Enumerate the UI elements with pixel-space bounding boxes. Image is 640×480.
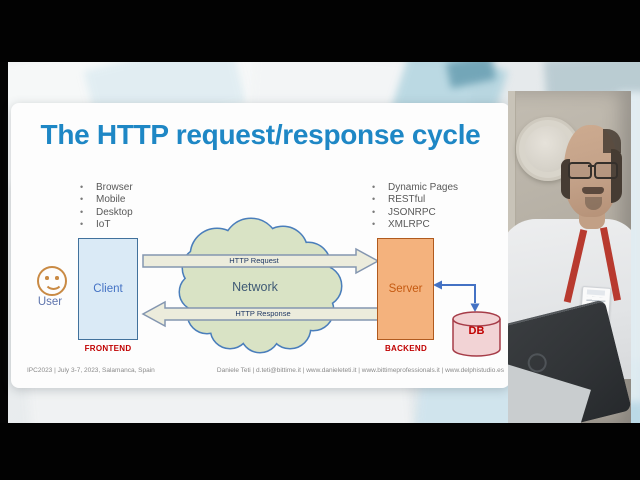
slide-footer: IPC2023 | July 3-7, 2023, Salamanca, Spa… <box>11 367 510 374</box>
list-item: RESTful <box>372 194 458 206</box>
list-item-label: Mobile <box>96 194 126 206</box>
speaker-glasses <box>568 162 618 179</box>
speaker-mustache <box>582 187 604 194</box>
footer-event-info: IPC2023 | July 3-7, 2023, Salamanca, Spa… <box>27 367 155 374</box>
list-item: JSONRPC <box>372 207 458 219</box>
server-node: Server <box>377 238 434 340</box>
slide-title: The HTTP request/response cycle <box>40 119 481 150</box>
list-item-label: IoT <box>96 218 111 230</box>
network-label: Network <box>232 280 278 294</box>
smiley-eye <box>55 276 59 280</box>
glasses-lens <box>594 162 618 179</box>
list-item: Mobile <box>80 194 133 206</box>
server-feature-list: Dynamic Pages RESTful JSONRPC XMLRPC <box>372 182 458 231</box>
speaker-hair <box>603 129 621 153</box>
list-item: Desktop <box>80 207 133 219</box>
speaker-hair <box>561 159 570 199</box>
smiley-mouth <box>44 279 63 290</box>
presentation-slide: The HTTP request/response cycle Browser … <box>11 103 510 388</box>
list-item-label: XMLRPC <box>388 218 430 230</box>
client-label: Client <box>93 283 123 295</box>
backend-label: BACKEND <box>384 344 428 353</box>
database-top <box>452 311 501 327</box>
glasses-lens <box>568 162 592 179</box>
list-item-label: Browser <box>96 182 133 193</box>
client-feature-list: Browser Mobile Desktop IoT <box>80 182 133 231</box>
connector-arrowhead-left <box>433 280 442 290</box>
list-item: Dynamic Pages <box>372 182 458 194</box>
database-icon <box>452 319 501 357</box>
server-label: Server <box>388 283 423 295</box>
list-item: IoT <box>80 219 133 231</box>
user-smiley-icon <box>37 266 67 296</box>
http-cycle-diagram <box>141 217 501 357</box>
user-label: User <box>37 296 63 308</box>
client-node: Client <box>78 238 138 340</box>
list-item: Browser <box>80 182 133 194</box>
server-db-connector <box>442 284 476 303</box>
db-label: DB <box>468 325 485 337</box>
speaker-video <box>508 91 631 423</box>
list-item-label: RESTful <box>388 194 426 206</box>
http-request-arrow <box>142 247 380 275</box>
list-item-label: Dynamic Pages <box>388 182 459 193</box>
list-item-label: JSONRPC <box>388 206 436 218</box>
speaker-goatee <box>585 197 602 210</box>
letterbox-bottom <box>0 423 640 480</box>
http-response-arrow <box>141 300 379 328</box>
letterbox-top <box>0 0 640 62</box>
badge-header <box>586 289 606 296</box>
smiley-eye <box>45 276 49 280</box>
http-response-label: HTTP Response <box>235 309 291 318</box>
list-item: XMLRPC <box>372 219 458 231</box>
glasses-bridge <box>588 165 594 170</box>
connector-arrowhead-down <box>470 303 480 312</box>
http-request-label: HTTP Request <box>229 256 279 265</box>
list-item-label: Desktop <box>96 206 133 218</box>
frontend-label: FRONTEND <box>84 344 132 353</box>
video-edge <box>0 62 8 423</box>
footer-speaker-info: Daniele Teti | d.teti@bittime.it | www.d… <box>216 367 504 374</box>
